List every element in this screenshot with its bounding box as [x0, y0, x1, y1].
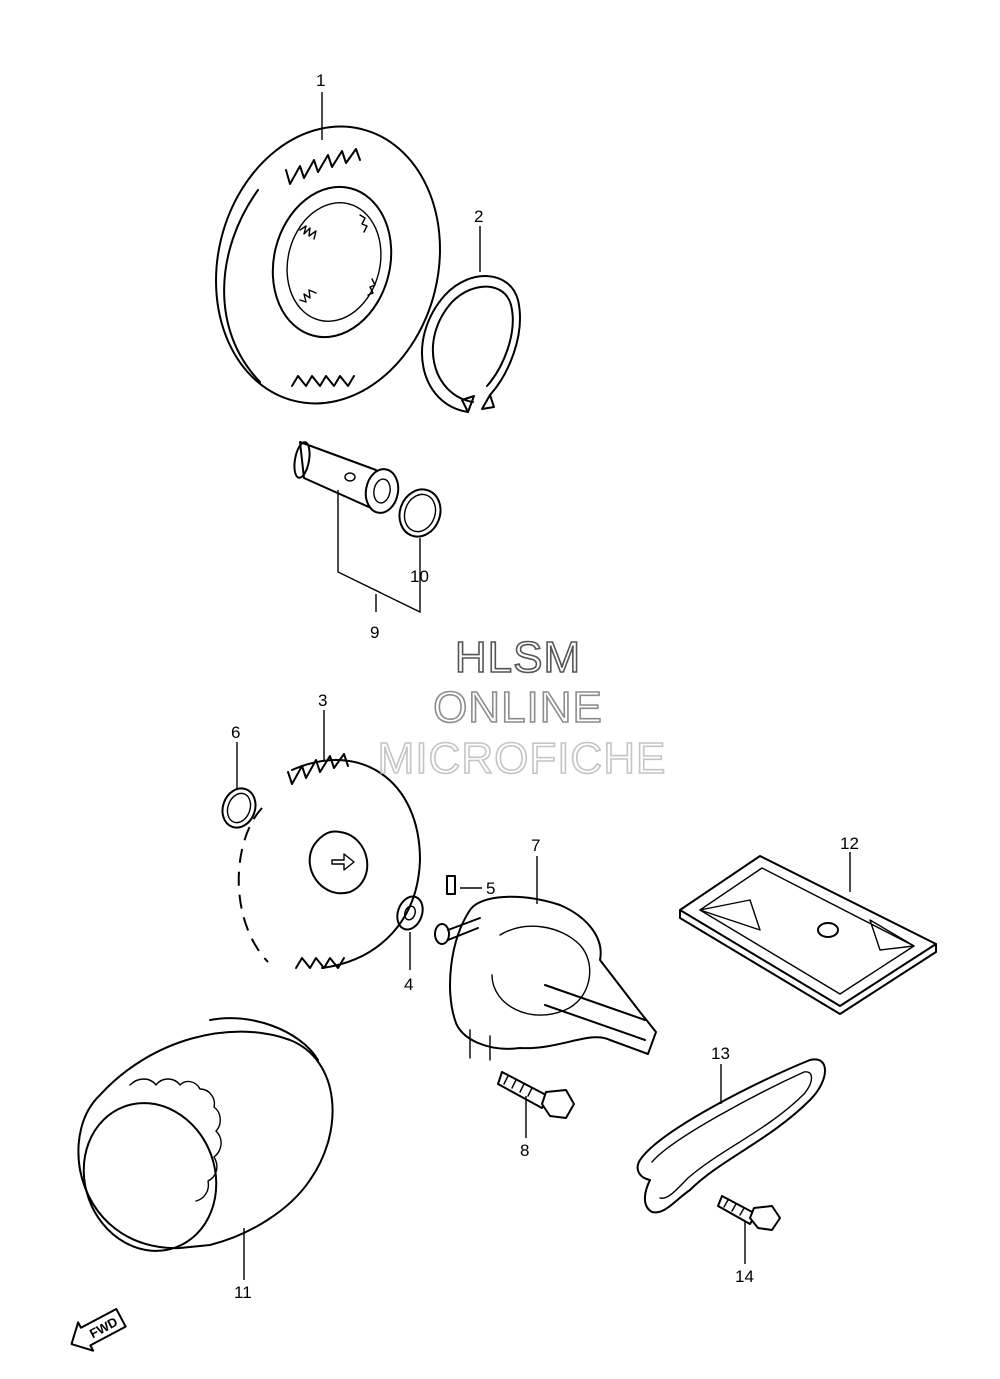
- part-2-circlip: [421, 226, 521, 413]
- part-8-bolt: [497, 1071, 575, 1138]
- watermark: HLSM ONLINE MICROFICHE: [377, 632, 667, 784]
- part-14-bolt: [717, 1195, 781, 1264]
- callout-11: 11: [234, 1283, 252, 1302]
- callout-3: 3: [318, 691, 327, 710]
- fwd-direction-arrow: FWD: [70, 1307, 127, 1352]
- watermark-line-2: ONLINE: [433, 683, 603, 732]
- callout-14: 14: [735, 1267, 754, 1286]
- part-9-pin-assembly: [293, 441, 421, 614]
- callout-labels: 1 2 3 4 5 6 7 8 9 10 11 12 13 14: [231, 71, 859, 1302]
- callout-5: 5: [486, 879, 495, 898]
- callout-13: 13: [711, 1044, 730, 1063]
- part-3-pump-gear: [237, 710, 421, 969]
- part-10-o-ring: [398, 488, 442, 538]
- part-7-oil-pump: [434, 856, 657, 1061]
- part-13-gasket: [636, 1058, 826, 1214]
- part-12-strainer: [679, 852, 937, 1015]
- part-11-oil-filter: [77, 1017, 334, 1280]
- part-1-driven-gear: [215, 92, 441, 405]
- callout-7: 7: [531, 836, 540, 855]
- callout-9: 9: [370, 623, 379, 642]
- callout-1: 1: [316, 71, 325, 90]
- watermark-line-3: MICROFICHE: [378, 734, 667, 783]
- callout-8: 8: [520, 1141, 529, 1160]
- callout-12: 12: [840, 834, 859, 853]
- callout-6: 6: [231, 723, 240, 742]
- part-6-clip: [221, 742, 257, 829]
- callout-10: 10: [410, 567, 429, 586]
- part-5-dowel-pin: [446, 875, 482, 895]
- callout-2: 2: [474, 207, 483, 226]
- watermark-line-1: HLSM: [455, 633, 581, 682]
- callout-4: 4: [404, 975, 413, 994]
- part-4-washer: [396, 895, 424, 970]
